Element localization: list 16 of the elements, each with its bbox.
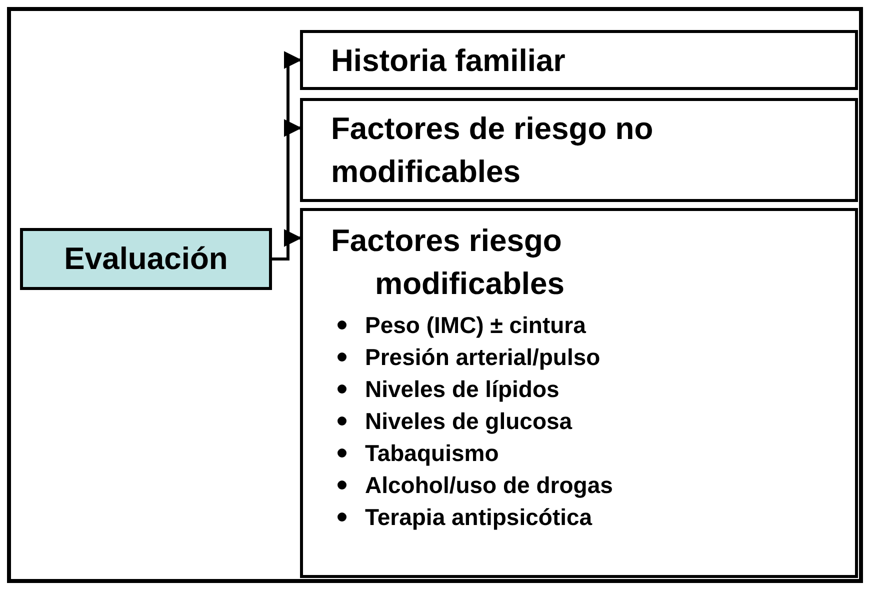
process-box bbox=[20, 228, 272, 290]
text-box bbox=[300, 98, 858, 202]
list-item: Tabaquismo bbox=[365, 439, 499, 468]
text-box bbox=[300, 30, 858, 90]
node-label: Evaluación bbox=[64, 241, 228, 277]
list-item: Peso (IMC) ± cintura bbox=[365, 311, 586, 340]
list-item: Alcohol/uso de drogas bbox=[365, 471, 613, 500]
list-item: Niveles de lípidos bbox=[365, 375, 560, 404]
list-item: Presión arterial/pulso bbox=[365, 343, 600, 372]
node-label: Historia familiar bbox=[331, 42, 566, 80]
arrow bbox=[272, 229, 302, 260]
text-box bbox=[300, 208, 858, 578]
list-item: Niveles de glucosa bbox=[365, 407, 572, 436]
list-item: Terapia antipsicótica bbox=[365, 503, 592, 532]
node-label: Factores de riesgo no modificables bbox=[331, 110, 654, 191]
node-label: Factores riesgo modificables bbox=[331, 222, 566, 303]
